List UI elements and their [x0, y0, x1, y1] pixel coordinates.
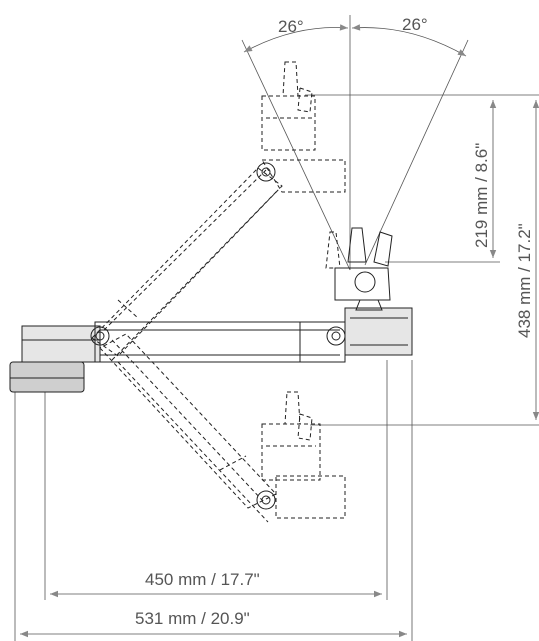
angle-ray-right [364, 39, 469, 266]
reach-outer-label: 531 mm / 20.9" [135, 609, 250, 628]
angle-ray-left [241, 39, 351, 271]
angle-dimension-group: 26° 26° [241, 15, 469, 271]
angle-arc-right [351, 24, 467, 57]
height-upper-label: 219 mm / 8.6" [472, 143, 491, 248]
horizontal-dimension-group: 450 mm / 17.7" 531 mm / 20.9" [14, 360, 413, 641]
arm-position-upper [91, 61, 346, 361]
angle-right-label: 26° [402, 15, 428, 34]
horizontal-arm [90, 321, 346, 363]
angle-left-label: 26° [278, 17, 304, 36]
microscope-head-middle [325, 227, 413, 356]
reach-inner-label: 450 mm / 17.7" [145, 570, 260, 589]
vertical-dimension-group: 219 mm / 8.6" 438 mm / 17.2" [305, 94, 539, 426]
base-mount [9, 325, 101, 393]
height-total-label: 438 mm / 17.2" [515, 223, 534, 338]
angle-arc-left [243, 24, 349, 53]
arm-position-lower [99, 333, 346, 523]
